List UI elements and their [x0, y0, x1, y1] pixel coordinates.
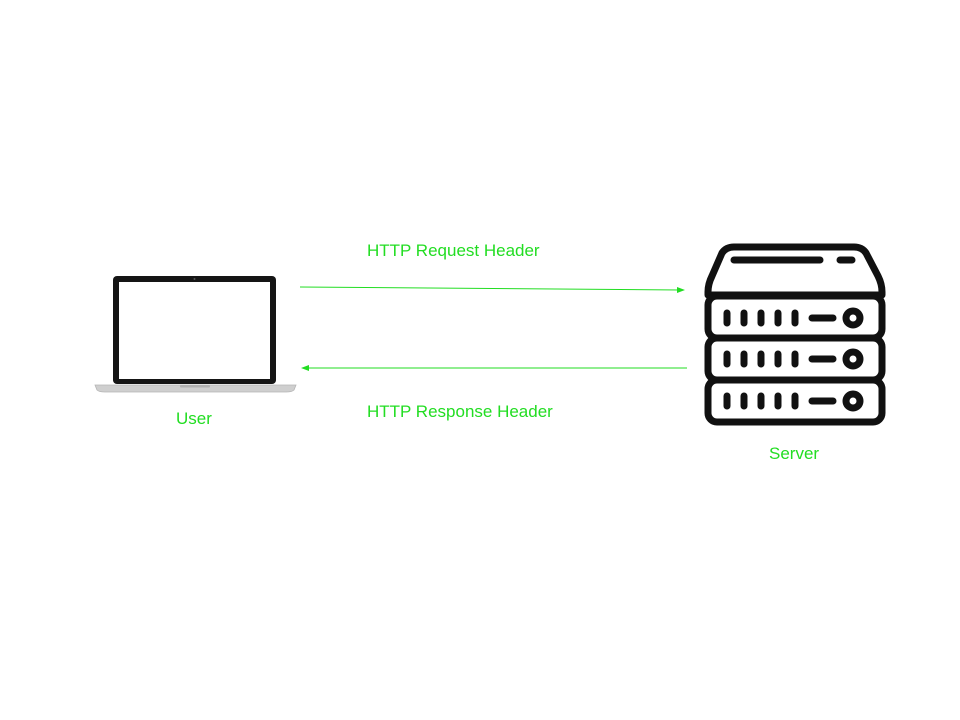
- request-arrowhead-icon: [677, 287, 685, 293]
- response-label: HTTP Response Header: [367, 402, 553, 421]
- response-arrow: [301, 365, 687, 371]
- laptop-camera: [193, 278, 196, 280]
- request-arrow: [299, 286, 685, 293]
- laptop-notch: [180, 385, 210, 388]
- server-top-unit: [704, 243, 886, 299]
- laptop-base: [94, 384, 297, 393]
- laptop-icon: [94, 276, 297, 393]
- server-unit-3: [704, 376, 886, 426]
- laptop-screen: [119, 282, 270, 379]
- server-unit-3-led: [842, 390, 864, 412]
- request-label: HTTP Request Header: [367, 241, 540, 260]
- response-arrowhead-icon: [301, 365, 309, 371]
- server-unit-2-led: [842, 348, 864, 370]
- server-unit-1-led: [842, 307, 864, 329]
- server-label: Server: [769, 444, 820, 463]
- user-label: User: [176, 409, 212, 428]
- server-rack-icon: [704, 243, 886, 426]
